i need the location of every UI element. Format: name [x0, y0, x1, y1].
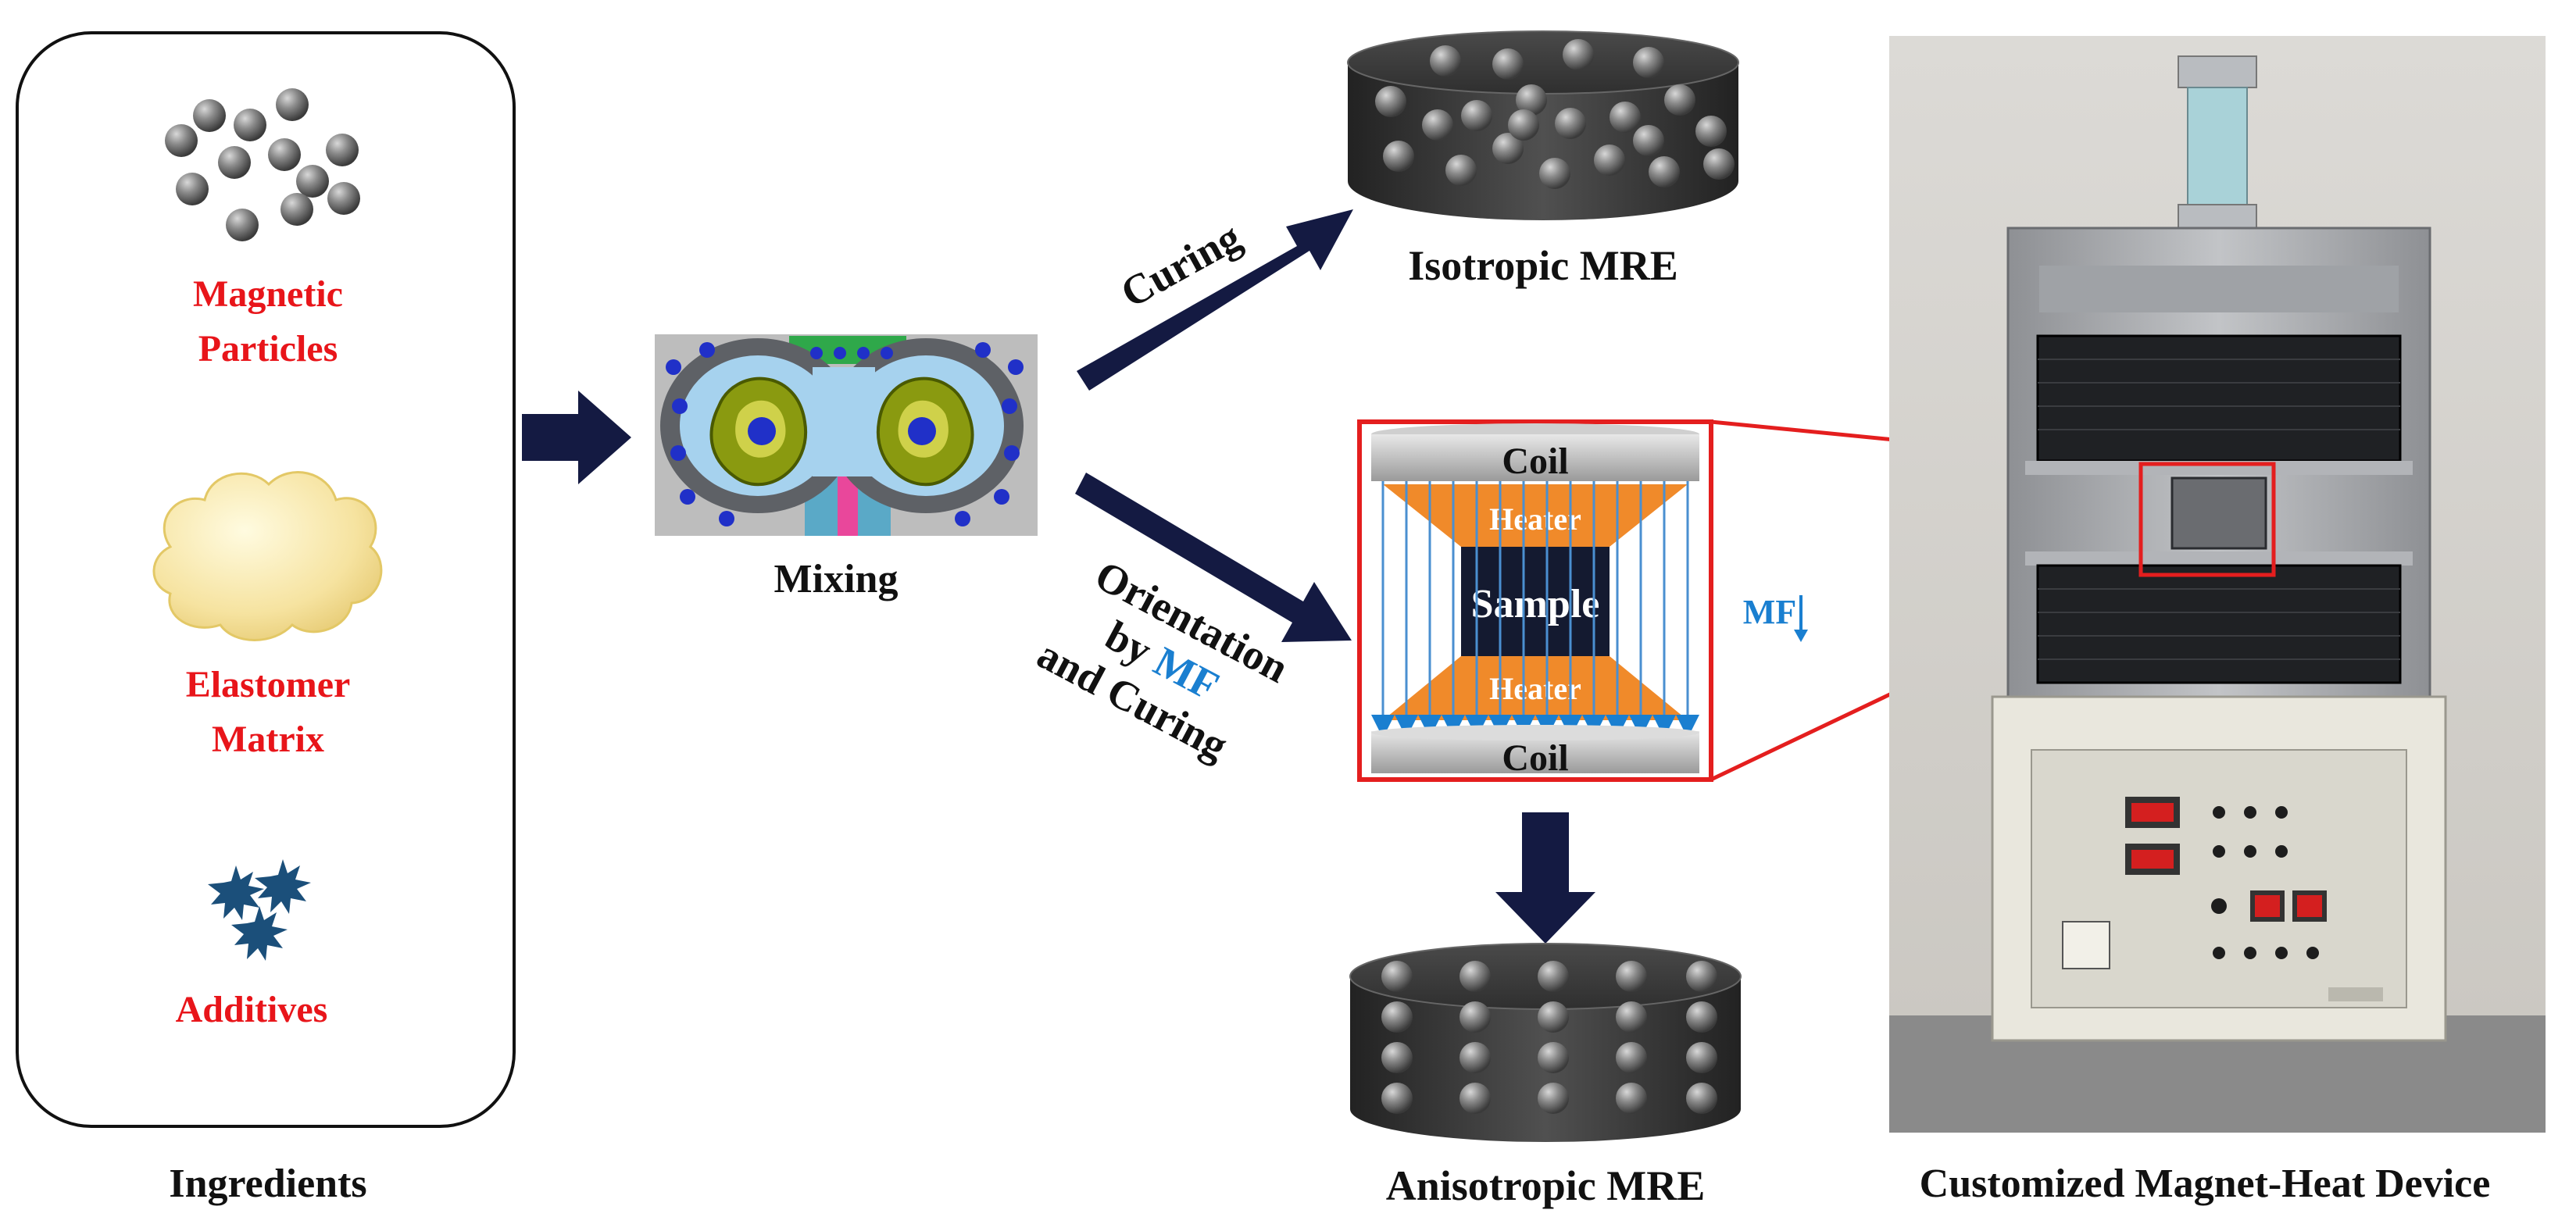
- magnetic-particles-icon: [165, 88, 360, 241]
- isotropic-mre-label: Isotropic MRE: [1408, 242, 1678, 289]
- device-label: Customized Magnet-Heat Device: [1920, 1162, 2491, 1206]
- device-zoom-highlight: [2138, 462, 2276, 577]
- sample-block: [1461, 547, 1610, 656]
- mf-down-arrow-icon: [1794, 595, 1808, 642]
- device-top-coil: [2036, 334, 2402, 462]
- isotropic-mre-disk: [1347, 30, 1739, 220]
- mixing-label: Mixing: [774, 557, 899, 601]
- magnetic-particles-label-2: Particles: [198, 328, 338, 369]
- device-bottom-coil: [2036, 564, 2402, 684]
- additives-label: Additives: [176, 989, 328, 1030]
- anisotropic-mre-disk: [1349, 943, 1742, 1142]
- device-photo: [1889, 36, 2546, 1133]
- mixing-diagram: [655, 334, 1038, 536]
- coil-top-label: Coil: [1502, 441, 1568, 482]
- heater-bottom: [1383, 656, 1688, 720]
- device-control-panel: [2062, 797, 2383, 1001]
- apparatus-schematic: Coil Heater Sample Heater: [1357, 419, 1713, 782]
- magnetic-field-lines: [1371, 481, 1699, 738]
- orientation-arrow: [1075, 473, 1352, 642]
- curing-arrow: [1077, 209, 1353, 391]
- additives-icon: [208, 859, 311, 961]
- heater-top-label: Heater: [1489, 501, 1581, 537]
- anisotropic-mre-label: Anisotropic MRE: [1386, 1162, 1706, 1209]
- elastomer-matrix-label-1: Elastomer: [186, 664, 351, 705]
- arrow-to-mixing: [522, 391, 631, 484]
- mf-label: MF: [1743, 593, 1796, 631]
- device-sample-holder: [2170, 476, 2267, 550]
- heater-top: [1383, 484, 1688, 547]
- heater-bottom-label: Heater: [1489, 671, 1581, 706]
- magnetic-particles-label-1: Magnetic: [193, 273, 343, 315]
- sample-label: Sample: [1471, 582, 1600, 626]
- elastomer-matrix-icon: [152, 471, 383, 641]
- ingredients-panel: Magnetic Particles Elastomer Matrix Addi…: [16, 31, 516, 1128]
- arrow-to-anisotropic: [1495, 812, 1595, 944]
- coil-bottom-label: Coil: [1502, 737, 1568, 779]
- ingredients-title: Ingredients: [169, 1162, 366, 1206]
- coil-top: [1371, 434, 1699, 481]
- elastomer-matrix-label-2: Matrix: [212, 719, 324, 760]
